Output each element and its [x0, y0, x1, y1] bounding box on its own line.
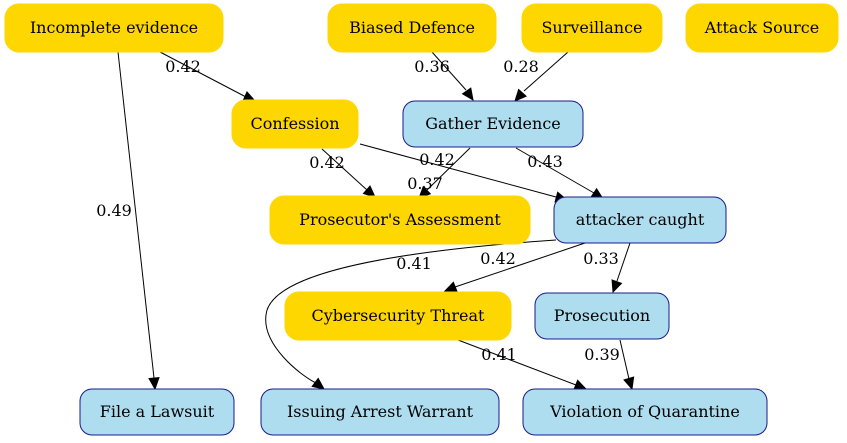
edge-line	[426, 147, 471, 191]
node-violation-of-quarantine: Violation of Quarantine	[522, 388, 768, 436]
edge-incomplete-evidence-to-file-a-lawsuit	[117, 51, 160, 391]
node-box	[534, 292, 670, 340]
node-label: attacker caught	[576, 210, 705, 229]
edge-attacker-caught-to-issuing-arrest-warrant	[265, 239, 557, 390]
edge-line	[454, 242, 586, 288]
edge-weight-label: 0.28	[503, 57, 539, 76]
edge-weight-label: 0.43	[527, 152, 563, 171]
arrowhead	[461, 87, 474, 101]
edge-weight-label: 0.42	[419, 150, 455, 169]
node-box	[4, 3, 224, 53]
edge-weight-label: 0.41	[396, 254, 432, 273]
node-attacker-caught: attacker caught	[553, 196, 727, 244]
edge-weight-label: 0.41	[481, 345, 517, 364]
edge-weight-label: 0.37	[407, 174, 443, 193]
edge-surveillance-to-gather-evidence	[514, 51, 569, 102]
edge-line	[619, 339, 630, 380]
node-gather-evidence: Gather Evidence	[402, 100, 584, 148]
node-box	[269, 195, 531, 245]
edge-line	[523, 51, 569, 92]
node-label: Incomplete evidence	[30, 18, 198, 37]
node-label: Prosecutor's Assessment	[299, 210, 501, 229]
arrowhead	[311, 377, 325, 390]
edge-weight-label: 0.36	[414, 57, 450, 76]
node-box	[521, 3, 663, 53]
arrowhead	[443, 281, 458, 293]
node-box	[79, 388, 235, 436]
edge-weight-label: 0.33	[583, 249, 619, 268]
node-box	[685, 3, 839, 53]
node-label: Prosecution	[554, 306, 650, 325]
edge-attacker-caught-to-cybersecurity-threat	[443, 242, 586, 293]
arrowhead	[514, 88, 527, 102]
edge-biased-defence-to-gather-evidence	[431, 51, 474, 101]
node-label: Cybersecurity Threat	[312, 306, 486, 325]
edge-confession-to-prosecutors-assessment	[321, 148, 376, 198]
node-label: File a Lawsuit	[100, 402, 215, 421]
node-confession: Confession	[231, 99, 359, 149]
node-cybersecurity-threat: Cybersecurity Threat	[284, 291, 512, 341]
edge-line	[321, 148, 368, 191]
edge-line	[159, 51, 247, 98]
edge-prosecution-to-violation-of-quarantine	[619, 339, 635, 391]
edge-weight-label: 0.49	[96, 201, 132, 220]
node-incomplete-evidence: Incomplete evidence	[4, 3, 224, 53]
nodes-layer: Incomplete evidence Biased Defence Surveil…	[4, 3, 839, 436]
node-box	[260, 388, 500, 436]
node-prosecution: Prosecution	[534, 292, 670, 340]
node-box	[231, 99, 359, 149]
node-box	[522, 388, 768, 436]
arrowhead	[611, 279, 623, 294]
node-file-a-lawsuit: File a Lawsuit	[79, 388, 235, 436]
node-prosecutors-assessment: Prosecutor's Assessment	[269, 195, 531, 245]
edge-weight-label: 0.42	[165, 57, 201, 76]
node-box	[284, 291, 512, 341]
edge-labels-layer: 0.42 0.49 0.36 0.28 0.42 0.37 0.42 0.43 0.41 0.42…	[96, 57, 620, 364]
edge-weight-label: 0.39	[584, 345, 620, 364]
node-label: Surveillance	[541, 18, 642, 37]
node-label: Gather Evidence	[425, 114, 561, 133]
edge-attacker-caught-to-prosecution	[611, 242, 631, 294]
edge-weight-label: 0.42	[480, 249, 516, 268]
node-label: Attack Source	[704, 18, 819, 37]
arrowhead	[362, 185, 376, 198]
edge-line	[616, 242, 631, 282]
edge-line	[117, 51, 155, 379]
node-label: Issuing Arrest Warrant	[287, 402, 474, 421]
arrowhead	[623, 376, 635, 391]
arrowhead	[573, 379, 588, 391]
node-surveillance: Surveillance	[521, 3, 663, 53]
node-box	[402, 100, 584, 148]
edge-line	[359, 143, 557, 198]
node-label: Violation of Quarantine	[549, 402, 740, 421]
edge-line	[431, 51, 467, 91]
edge-line	[457, 339, 577, 386]
node-attack-source: Attack Source	[685, 3, 839, 53]
edge-line	[515, 147, 595, 194]
edge-line	[265, 239, 557, 384]
arrowhead	[148, 377, 160, 391]
node-label: Confession	[250, 114, 339, 133]
node-label: Biased Defence	[349, 18, 475, 37]
edge-weight-label: 0.42	[309, 153, 345, 172]
edge-cybersecurity-threat-to-violation-of-quarantine	[457, 339, 588, 391]
node-biased-defence: Biased Defence	[327, 3, 497, 53]
node-box	[327, 3, 497, 53]
edges-layer	[117, 51, 635, 391]
node-issuing-arrest-warrant: Issuing Arrest Warrant	[260, 388, 500, 436]
node-box	[553, 196, 727, 244]
